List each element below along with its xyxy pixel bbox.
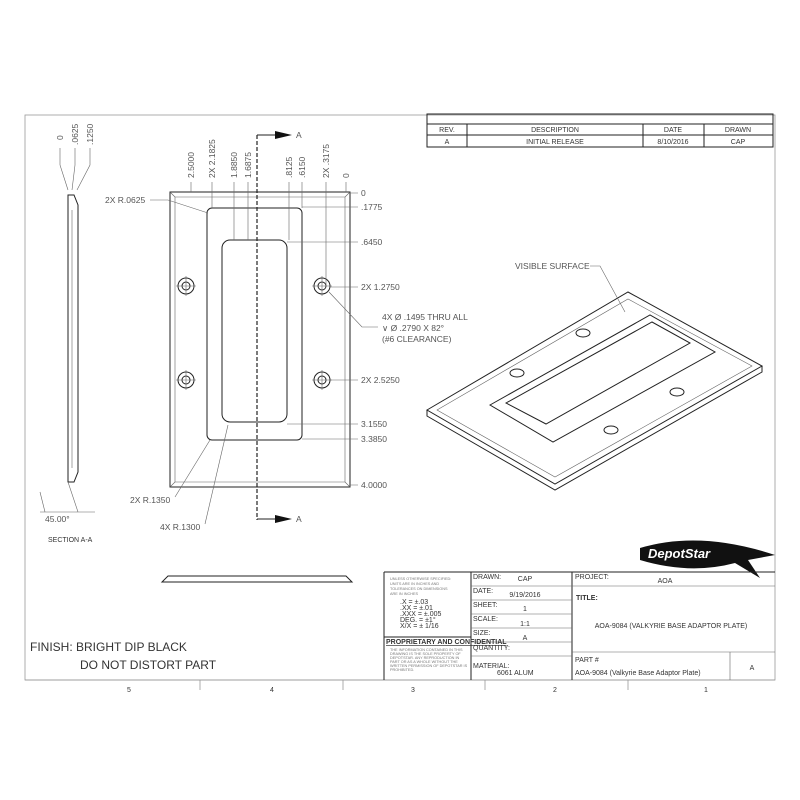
right-dimensions: 0 .1775 .6450 2X 1.2750 2X 2.5250 3.1550…	[287, 188, 400, 490]
section-label: SECTION A-A	[48, 537, 93, 544]
rev-cell: A	[445, 139, 450, 146]
svg-text:ARE IN INCHES: ARE IN INCHES	[390, 592, 419, 596]
svg-text:MATERIAL:: MATERIAL:	[473, 663, 509, 670]
svg-text:2X 1.2750: 2X 1.2750	[361, 282, 400, 292]
svg-text:2X 2.1825: 2X 2.1825	[207, 139, 217, 178]
drawn-header: DRAWN	[725, 127, 751, 134]
svg-text:PART OR AS A WHOLE WITHOUT THE: PART OR AS A WHOLE WITHOUT THE	[390, 660, 458, 664]
svg-text:UNITS ARE IN INCHES AND: UNITS ARE IN INCHES AND	[390, 582, 439, 586]
zone-2: 2	[553, 687, 557, 694]
zone-markers: 5 4 3 2 1	[127, 680, 708, 694]
svg-text:2X R.0625: 2X R.0625	[105, 195, 145, 205]
drawn-cell: CAP	[731, 139, 746, 146]
svg-text:4.0000: 4.0000	[361, 480, 387, 490]
isometric-view: VISIBLE SURFACE	[426, 261, 764, 491]
svg-text:WRITTEN PERMISSION OF DEPOTSTA: WRITTEN PERMISSION OF DEPOTSTAR IS	[390, 664, 468, 668]
svg-text:6061 ALUM: 6061 ALUM	[497, 670, 534, 677]
svg-text:.8125: .8125	[284, 156, 294, 178]
rev-header: REV.	[439, 127, 455, 134]
svg-text:1.8850: 1.8850	[229, 152, 239, 178]
svg-text:∨ Ø .2790 X 82°: ∨ Ø .2790 X 82°	[382, 323, 444, 333]
svg-text:3.3850: 3.3850	[361, 434, 387, 444]
svg-text:AOA: AOA	[658, 578, 673, 585]
svg-text:.X = ±.03: .X = ±.03	[400, 599, 428, 606]
svg-text:A: A	[523, 635, 528, 642]
svg-text:SIZE:: SIZE:	[473, 630, 491, 637]
angle-dim: 45.00°	[45, 514, 70, 524]
svg-text:0: 0	[341, 173, 351, 178]
svg-text:1.6875: 1.6875	[243, 152, 253, 178]
section-dim-0: 0	[55, 135, 65, 140]
svg-text:PART #: PART #	[575, 657, 599, 664]
svg-text:.1775: .1775	[361, 202, 383, 212]
section-dim-0625: .0625	[70, 123, 80, 145]
date-cell: 8/10/2016	[657, 139, 688, 146]
svg-text:DRAWN:: DRAWN:	[473, 574, 501, 581]
svg-text:.6450: .6450	[361, 237, 383, 247]
svg-text:4X Ø .1495 THRU ALL: 4X Ø .1495 THRU ALL	[382, 312, 468, 322]
zone-5: 5	[127, 687, 131, 694]
svg-text:TOLERANCES ON DIMENSIONS: TOLERANCES ON DIMENSIONS	[390, 587, 448, 591]
svg-text:1:1: 1:1	[520, 621, 530, 628]
svg-text:CAP: CAP	[518, 576, 533, 583]
svg-text:4X R.1300: 4X R.1300	[160, 522, 200, 532]
hole-callout: 4X Ø .1495 THRU ALL ∨ Ø .2790 X 82° (#6 …	[328, 291, 468, 344]
svg-text:1: 1	[523, 606, 527, 613]
svg-text:SCALE:: SCALE:	[473, 616, 498, 623]
svg-text:9/19/2016: 9/19/2016	[509, 592, 540, 599]
description-header: DESCRIPTION	[531, 127, 579, 134]
svg-text:A: A	[750, 665, 755, 672]
zone-3: 3	[411, 687, 415, 694]
svg-text:(#6 CLEARANCE): (#6 CLEARANCE)	[382, 334, 452, 344]
svg-text:.XXX = ±.005: .XXX = ±.005	[400, 611, 442, 618]
svg-text:PROHIBITED.: PROHIBITED.	[390, 668, 414, 672]
section-view: 0 .0625 .1250 45.00° SECTION A-A	[39, 123, 95, 544]
date-header: DATE	[664, 127, 682, 134]
edge-view	[160, 575, 354, 583]
zone-1: 1	[704, 687, 708, 694]
top-dimensions: 2.5000 2X 2.1825 1.8850 1.6875 .8125 .61…	[186, 139, 351, 286]
svg-text:X/X = ± 1/16: X/X = ± 1/16	[400, 623, 439, 630]
svg-text:.XX = ±.01: .XX = ±.01	[400, 605, 433, 612]
revision-table: REV. DESCRIPTION DATE DRAWN A INITIAL RE…	[426, 113, 774, 148]
front-view: A A 2.5000 2X 2.1825 1.8850 1.6875 .8125…	[105, 130, 468, 532]
finish-note: FINISH: BRIGHT DIP BLACK	[30, 640, 187, 654]
svg-text:DEPOTSTAR. ANY REPRODUCTION IN: DEPOTSTAR. ANY REPRODUCTION IN	[390, 656, 460, 660]
svg-text:2X 2.5250: 2X 2.5250	[361, 375, 400, 385]
mounting-holes	[176, 276, 332, 390]
svg-text:DATE:: DATE:	[473, 588, 493, 595]
svg-text:3.1550: 3.1550	[361, 419, 387, 429]
section-marker-top: A	[296, 130, 302, 140]
svg-text:SHEET:: SHEET:	[473, 602, 498, 609]
svg-text:AOA-9084 (VALKYRIE BASE ADAPTO: AOA-9084 (VALKYRIE BASE ADAPTOR PLATE)	[595, 623, 748, 630]
svg-text:PROJECT:: PROJECT:	[575, 574, 609, 581]
section-marker-bottom: A	[296, 514, 302, 524]
svg-text:PROPRIETARY AND CONFIDENTIAL: PROPRIETARY AND CONFIDENTIAL	[386, 639, 507, 646]
svg-text:AOA-9084 (Valkyrie Base Adapto: AOA-9084 (Valkyrie Base Adaptor Plate)	[575, 670, 701, 677]
zone-4: 4	[270, 687, 274, 694]
svg-text:UNLESS OTHERWISE SPECIFIED:: UNLESS OTHERWISE SPECIFIED:	[390, 577, 451, 581]
svg-text:DepotStar: DepotStar	[648, 546, 711, 561]
description-cell: INITIAL RELEASE	[526, 139, 584, 146]
distort-note: DO NOT DISTORT PART	[80, 658, 217, 672]
section-dim-1250: .1250	[85, 123, 95, 145]
depotstar-logo: DepotStar	[640, 540, 775, 578]
svg-text:2.5000: 2.5000	[186, 152, 196, 178]
visible-surface-label: VISIBLE SURFACE	[515, 261, 590, 271]
svg-text:0: 0	[361, 188, 366, 198]
svg-text:DRAWING IS THE SOLE PROPERTY O: DRAWING IS THE SOLE PROPERTY OF	[390, 652, 461, 656]
radius-notes: 2X R.0625 2X R.1350 4X R.1300	[105, 195, 229, 532]
svg-text:DEG. = ±1°: DEG. = ±1°	[400, 616, 436, 624]
svg-text:TITLE:: TITLE:	[576, 595, 598, 602]
title-block: UNLESS OTHERWISE SPECIFIED: UNITS ARE IN…	[383, 571, 775, 680]
svg-text:QUANTITY:: QUANTITY:	[473, 645, 510, 652]
svg-text:THE INFORMATION CONTAINED IN T: THE INFORMATION CONTAINED IN THIS	[390, 648, 463, 652]
svg-text:.6150: .6150	[297, 156, 307, 178]
svg-text:2X R.1350: 2X R.1350	[130, 495, 170, 505]
svg-text:2X .3175: 2X .3175	[321, 144, 331, 178]
